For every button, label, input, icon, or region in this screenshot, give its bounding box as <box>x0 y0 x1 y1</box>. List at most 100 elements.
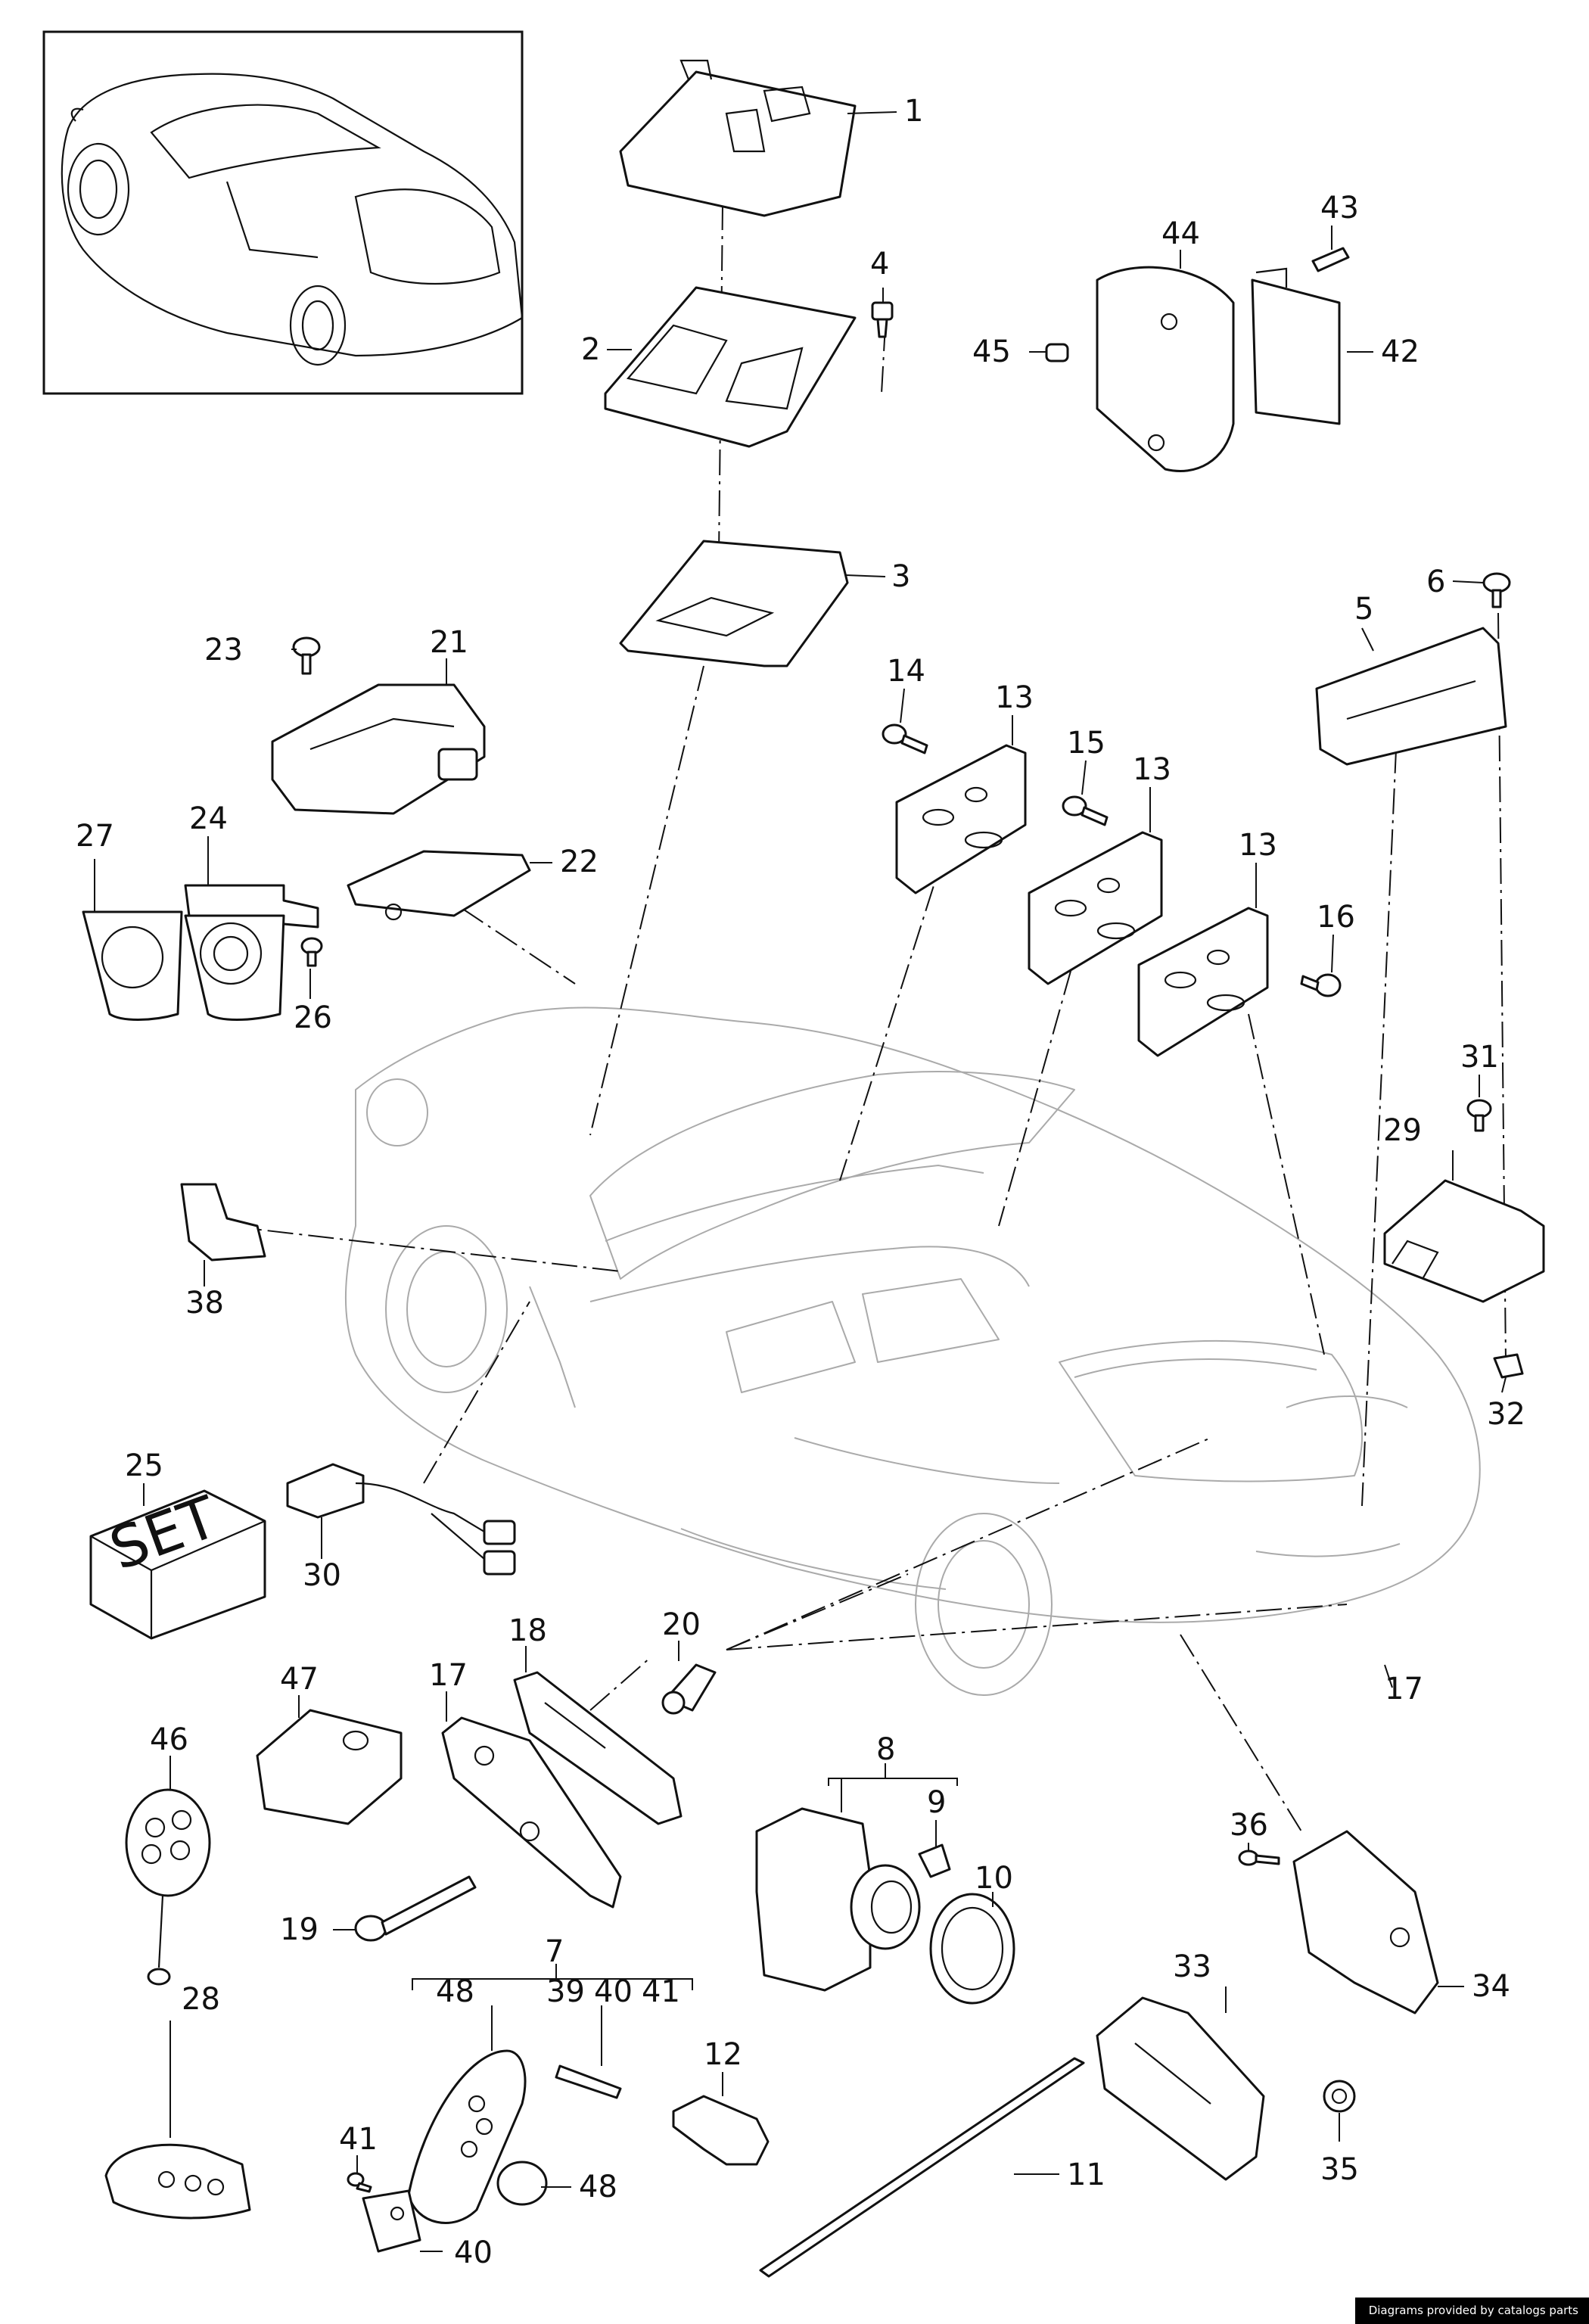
part-30-switch-harness <box>286 1463 516 1576</box>
callout-20: 20 <box>662 1607 701 1642</box>
part-5-control-unit <box>1315 627 1507 766</box>
part-38-lock-actuator <box>180 1183 266 1262</box>
part-31-screw <box>1466 1099 1492 1132</box>
callout-3: 3 <box>891 559 910 594</box>
callout-25: 25 <box>125 1448 163 1483</box>
callout-12: 12 <box>704 2037 742 2072</box>
part-25-set-box: SET <box>89 1482 266 1640</box>
callout-16: 16 <box>1317 900 1355 935</box>
callout-22: 22 <box>560 845 599 879</box>
part-3-mounting-plate <box>619 540 849 667</box>
part-40-label-plate <box>362 2189 421 2253</box>
part-39-key-blade <box>555 2064 622 2099</box>
part-14-screw <box>882 723 928 754</box>
callout-2: 2 <box>581 332 600 367</box>
callout-28: 28 <box>182 1982 220 2017</box>
part-15-screw <box>1062 795 1109 826</box>
callout-1: 1 <box>904 94 923 129</box>
callout-27: 27 <box>76 819 114 854</box>
part-8-lock-cylinder <box>755 1807 921 1992</box>
callout-6: 6 <box>1426 565 1445 599</box>
callout-23: 23 <box>204 633 243 667</box>
part-4-screw <box>871 301 894 338</box>
part-1-control-unit-cover <box>619 59 857 217</box>
part-33-control-unit <box>1096 1996 1265 2181</box>
callout-48-a: 48 <box>436 1974 474 2009</box>
callout-7: 7 <box>545 1934 564 1969</box>
diagram-credit: Diagrams provided by catalogs parts <box>1354 2298 1589 2324</box>
callout-11: 11 <box>1067 2158 1105 2192</box>
part-24-switch-housing <box>184 914 285 1021</box>
part-26-screw <box>300 937 323 967</box>
part-32-nut <box>1493 1353 1524 1379</box>
callout-13-b: 13 <box>1133 752 1171 787</box>
callout-9: 9 <box>927 1785 946 1820</box>
part-47-remote-cover <box>256 1709 403 1825</box>
callout-18: 18 <box>508 1613 547 1648</box>
part-48-battery <box>496 2161 548 2206</box>
callout-44: 44 <box>1161 216 1200 251</box>
part-23-screw <box>292 636 321 675</box>
part-27-switch-trim <box>82 910 183 1021</box>
callout-35: 35 <box>1320 2152 1359 2187</box>
callout-15: 15 <box>1067 726 1105 761</box>
part-29-airbag-module <box>1383 1179 1545 1303</box>
leader-lines <box>94 111 1507 2252</box>
callout-36: 36 <box>1230 1808 1268 1843</box>
callout-8: 8 <box>876 1732 895 1767</box>
part-21-control-unit <box>271 683 486 815</box>
callout-39: 39 <box>546 1974 585 2009</box>
part-20-sensor <box>661 1663 717 1715</box>
callout-42: 42 <box>1381 334 1420 369</box>
callout-33: 33 <box>1173 1949 1211 1984</box>
part-10-seal-ring <box>929 1893 1015 2005</box>
part-45-clip <box>1045 343 1069 362</box>
part-46-key-fob <box>125 1788 211 1986</box>
vehicle-thumbnail <box>42 30 524 395</box>
callout-19: 19 <box>280 1912 319 1947</box>
callout-45: 45 <box>972 334 1011 369</box>
callout-4: 4 <box>870 247 889 282</box>
callout-10: 10 <box>975 1861 1013 1896</box>
part-41-screw <box>347 2172 372 2193</box>
callout-30: 30 <box>303 1558 341 1593</box>
callout-17-b: 17 <box>1385 1672 1423 1706</box>
callout-41-a: 41 <box>642 1974 680 2009</box>
callout-17-a: 17 <box>429 1658 468 1693</box>
part-43-pin <box>1311 247 1350 272</box>
part-28-remote <box>104 2143 251 2220</box>
part-17-bracket <box>441 1716 622 1909</box>
part-11-rod <box>759 2057 1085 2278</box>
part-22-bracket <box>347 850 531 921</box>
callout-32: 32 <box>1487 1397 1525 1432</box>
part-35-nut <box>1323 2080 1356 2113</box>
callout-29: 29 <box>1383 1113 1422 1148</box>
callout-46: 46 <box>150 1722 188 1757</box>
callout-21: 21 <box>430 625 468 660</box>
callout-5: 5 <box>1354 592 1373 627</box>
part-44-cover <box>1096 266 1235 472</box>
callout-38: 38 <box>185 1286 224 1321</box>
callout-34: 34 <box>1472 1969 1510 2004</box>
part-36-screw <box>1238 1850 1280 1866</box>
part-12-key-insert <box>672 2095 770 2166</box>
callout-24: 24 <box>189 801 228 836</box>
part-6-screw <box>1482 572 1511 608</box>
part-16-screw <box>1300 973 1342 997</box>
assembly-lines <box>226 204 1507 1832</box>
callout-40-b: 40 <box>454 2235 493 2270</box>
callout-labels: 1 2 3 4 5 6 7 8 9 10 11 12 13 13 13 14 1… <box>76 94 1525 2270</box>
callout-14: 14 <box>887 654 925 689</box>
part-2-mounting-bracket <box>604 286 857 448</box>
part-13-module-c <box>1137 907 1269 1057</box>
callout-43: 43 <box>1320 191 1359 226</box>
callout-13-a: 13 <box>995 680 1034 715</box>
callout-48-b: 48 <box>579 2170 617 2204</box>
callout-26: 26 <box>294 1000 332 1035</box>
callout-47: 47 <box>280 1662 319 1697</box>
part-19-bolt <box>354 1875 477 1942</box>
callout-40-a: 40 <box>594 1974 633 2009</box>
part-48-key <box>407 2049 527 2224</box>
part-13-module-a <box>895 744 1027 894</box>
